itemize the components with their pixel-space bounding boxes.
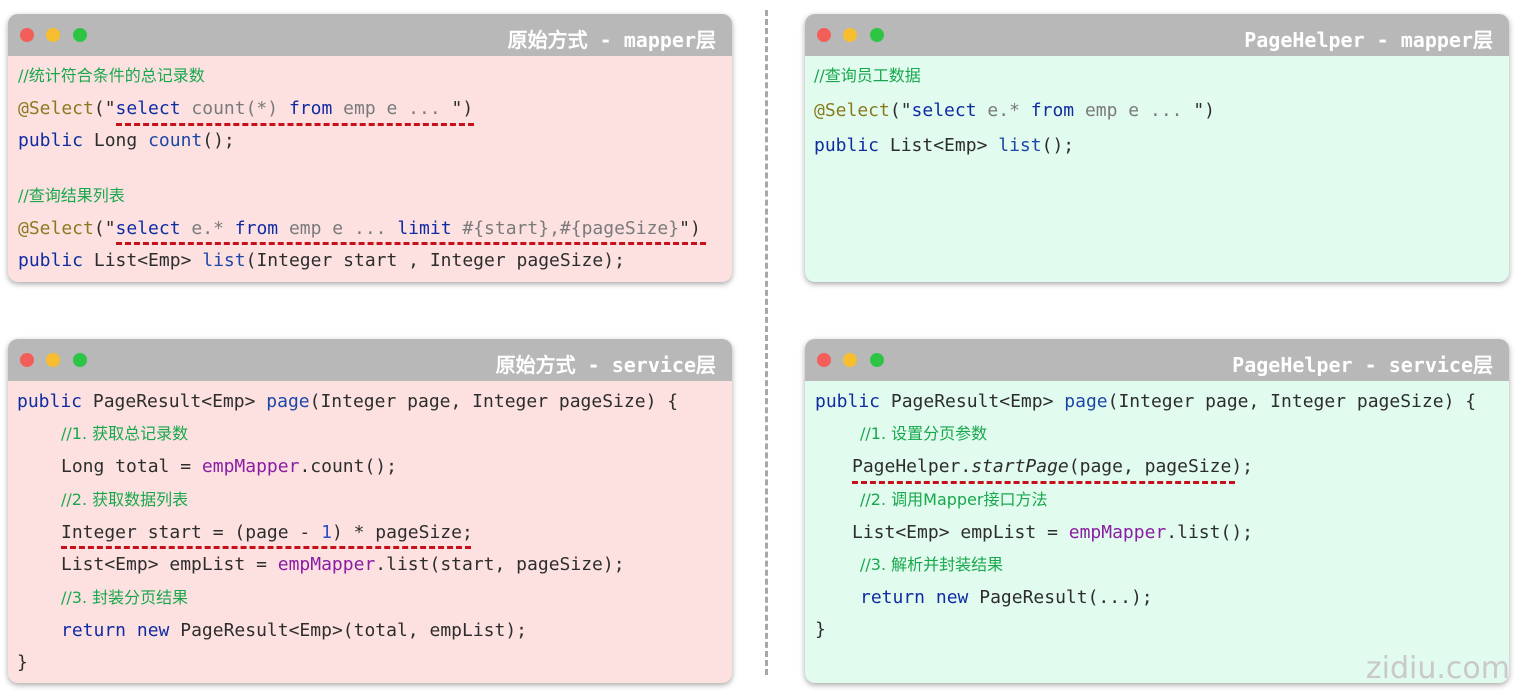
panel-original-mapper: 原始方式 - mapper层 //统计符合条件的总记录数 @Select("se… — [8, 14, 732, 282]
center-divider — [765, 10, 768, 675]
close-dot-icon — [817, 353, 831, 367]
maximize-dot-icon — [870, 28, 884, 42]
maximize-dot-icon — [870, 353, 884, 367]
code-line: @Select("select count(*) from emp e ... … — [18, 98, 474, 119]
code-line: Integer start = (page - 1) * pageSize; — [61, 522, 473, 543]
maximize-dot-icon — [73, 353, 87, 367]
window-titlebar: PageHelper - mapper层 — [805, 14, 1509, 56]
panel-pagehelper-mapper: PageHelper - mapper层 //查询员工数据 @Select("s… — [805, 14, 1509, 282]
code-comment: //3. 封装分页结果 — [61, 588, 189, 607]
code-line: public List<Emp> list(); — [814, 135, 1075, 156]
minimize-dot-icon — [843, 28, 857, 42]
code-comment: //查询员工数据 — [814, 66, 921, 85]
close-dot-icon — [817, 28, 831, 42]
code-line: List<Emp> empList = empMapper.list(start… — [61, 554, 625, 575]
code-comment: //统计符合条件的总记录数 — [18, 66, 205, 85]
highlight-underline — [116, 123, 474, 126]
code-comment: //查询结果列表 — [18, 186, 125, 205]
code-comment: //1. 设置分页参数 — [860, 424, 988, 443]
code-comment: //2. 获取数据列表 — [61, 490, 189, 509]
highlight-underline — [852, 481, 1235, 484]
minimize-dot-icon — [46, 28, 60, 42]
panel-title: PageHelper - service层 — [1232, 353, 1493, 377]
code-line: public List<Emp> list(Integer start , In… — [18, 250, 625, 271]
window-titlebar: 原始方式 - service层 — [8, 339, 732, 381]
highlight-underline — [116, 242, 706, 245]
code-line: public Long count(); — [18, 130, 235, 151]
code-line: return new PageResult(...); — [860, 587, 1153, 608]
watermark: zidiu.com — [1365, 651, 1510, 686]
code-line: return new PageResult<Emp>(total, empLis… — [61, 620, 528, 641]
code-line: } — [815, 619, 826, 640]
window-titlebar: 原始方式 - mapper层 — [8, 14, 732, 56]
panel-title: 原始方式 - service层 — [495, 353, 716, 377]
maximize-dot-icon — [73, 28, 87, 42]
code-line: } — [17, 652, 28, 673]
code-comment: //2. 调用Mapper接口方法 — [860, 490, 1048, 509]
code-line: @Select("select e.* from emp e ... limit… — [18, 218, 701, 239]
panel-title: PageHelper - mapper层 — [1244, 28, 1493, 52]
panel-pagehelper-service: PageHelper - service层 public PageResult<… — [805, 339, 1509, 683]
code-comment: //1. 获取总记录数 — [61, 424, 189, 443]
code-line: public PageResult<Emp> page(Integer page… — [17, 391, 679, 412]
code-line: PageHelper.startPage(page, pageSize); — [852, 456, 1253, 477]
close-dot-icon — [20, 28, 34, 42]
highlight-underline — [61, 546, 471, 549]
code-line: Long total = empMapper.count(); — [61, 456, 397, 477]
panel-title: 原始方式 - mapper层 — [507, 28, 716, 52]
minimize-dot-icon — [46, 353, 60, 367]
window-titlebar: PageHelper - service层 — [805, 339, 1509, 381]
close-dot-icon — [20, 353, 34, 367]
minimize-dot-icon — [843, 353, 857, 367]
code-line: @Select("select e.* from emp e ... ") — [814, 100, 1216, 121]
code-line: List<Emp> empList = empMapper.list(); — [852, 522, 1253, 543]
code-comment: //3. 解析并封装结果 — [860, 555, 1004, 574]
panel-original-service: 原始方式 - service层 public PageResult<Emp> p… — [8, 339, 732, 683]
code-line: public PageResult<Emp> page(Integer page… — [815, 391, 1477, 412]
